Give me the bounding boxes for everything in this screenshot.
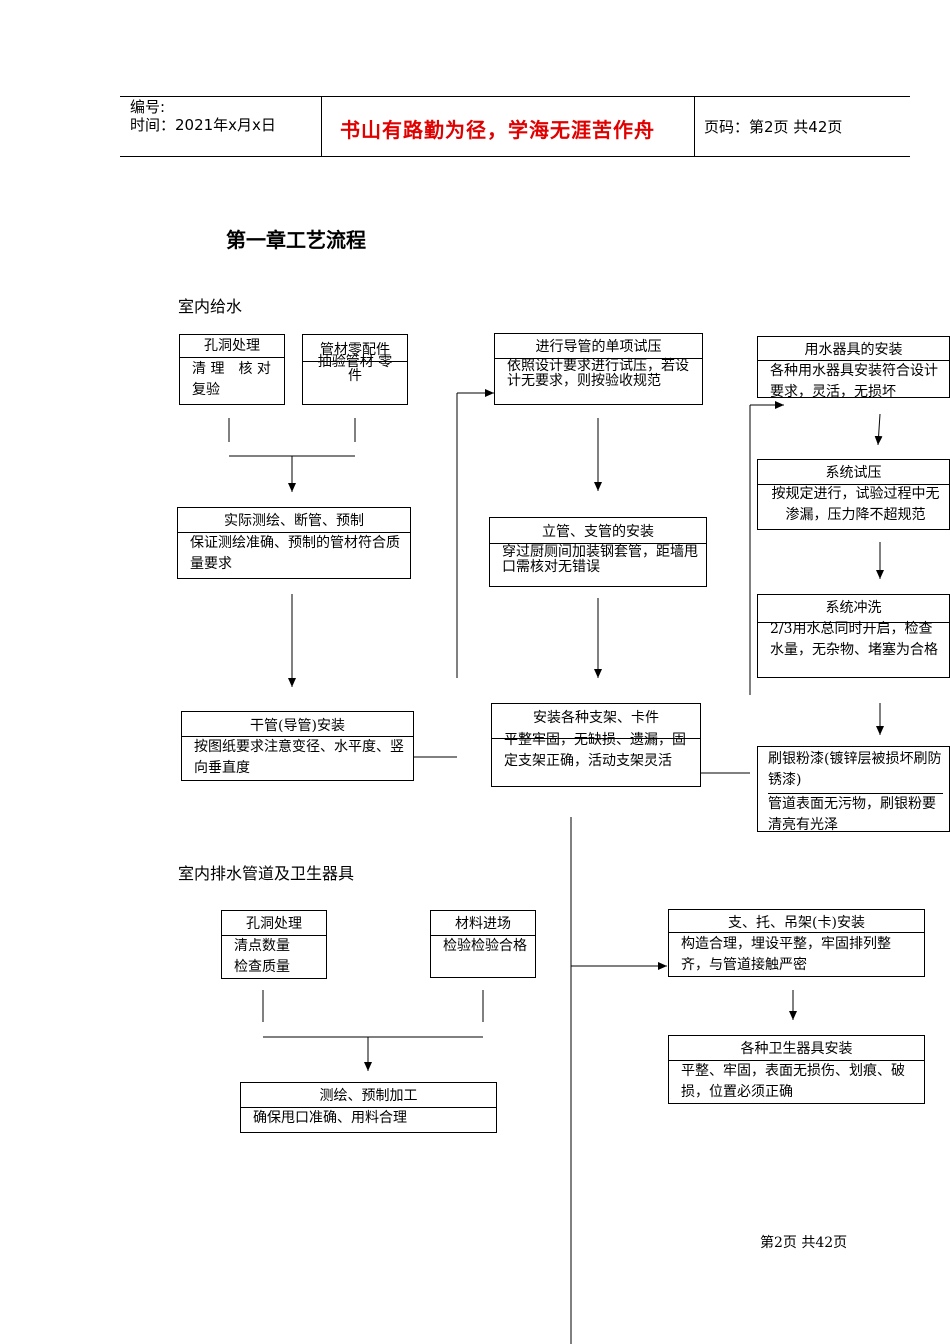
step-riser-branch-install: 立管、支管的安装 穿过厨厕间加装钢套管，距墙甩口需核对无错误 bbox=[489, 517, 707, 587]
step-title: 测绘、预制加工 bbox=[241, 1083, 496, 1108]
header-divider-right bbox=[694, 96, 695, 157]
step-description: 检验检验合格 bbox=[443, 938, 527, 954]
step-pipe-parts: 管材零配件 抽验管材 零件 bbox=[302, 334, 408, 405]
step-description: 清 理 核 对 复验 bbox=[192, 361, 271, 398]
step-drain-hole-treatment: 孔洞处理 清点数量 检查质量 bbox=[221, 910, 327, 979]
step-description: 依照设计要求进行试压，若设计无要求，则按验收规范 bbox=[507, 358, 689, 389]
step-silver-paint: 刷银粉漆(镀锌层被损坏刷防锈漆) 管道表面无污物，刷银粉要清亮有光泽 bbox=[757, 746, 950, 832]
step-description: 2/3用水总同时开启，检查水量，无杂物、堵塞为合格 bbox=[770, 621, 938, 658]
document-time: 时间：2021年x月x日 bbox=[130, 116, 276, 134]
step-title: 系统试压 bbox=[758, 460, 949, 485]
step-pressure-test: 进行导管的单项试压 依照设计要求进行试压，若设计无要求，则按验收规范 bbox=[494, 333, 703, 405]
step-description: 平整牢固，无缺损、遗漏，固定支架正确，活动支架灵活 bbox=[504, 732, 686, 769]
page-title: 第一章工艺流程 bbox=[226, 228, 366, 252]
step-title: 各种卫生器具安装 bbox=[740, 1041, 853, 1057]
step-title: 系统冲洗 bbox=[758, 595, 949, 623]
step-description: 各种用水器具安装符合设计要求，灵活，无损坏 bbox=[770, 363, 938, 398]
step-description: 平整、牢固，表面无损伤、划痕、破损，位置必须正确 bbox=[669, 1060, 924, 1103]
header-motto: 书山有路勤为径，学海无涯苦作舟 bbox=[340, 118, 655, 142]
step-description: 确保甩口准确、用料合理 bbox=[253, 1110, 407, 1126]
step-title: 孔洞处理 bbox=[180, 335, 284, 358]
step-material-arrival: 材料进场 检验检验合格 bbox=[430, 910, 536, 978]
header-top-rule bbox=[120, 96, 910, 97]
step-description: 穿过厨厕间加装钢套管，距墙甩口需核对无错误 bbox=[502, 544, 698, 575]
section-drainage-heading: 室内排水管道及卫生器具 bbox=[178, 864, 355, 883]
step-description: 保证测绘准确、预制的管材符合质量要求 bbox=[190, 535, 400, 572]
step-measure-cut-prefab: 实际测绘、断管、预制 保证测绘准确、预制的管材符合质量要求 bbox=[177, 507, 411, 579]
step-title: 孔洞处理 bbox=[222, 911, 326, 936]
step-main-pipe-install: 干管(导管)安装 按图纸要求注意变径、水平度、竖向垂直度 bbox=[181, 711, 414, 781]
step-fixture-install: 用水器具的安装 各种用水器具安装符合设计要求，灵活，无损坏 bbox=[757, 336, 950, 398]
step-title: 安装各种支架、卡件 bbox=[492, 704, 700, 739]
step-description: 构造合理，埋设平整，牢固排列整齐，与管道接触严密 bbox=[681, 936, 891, 973]
header-page-info: 页码：第2页 共42页 bbox=[704, 118, 843, 136]
step-hole-treatment: 孔洞处理 清 理 核 对 复验 bbox=[179, 334, 285, 405]
step-description: 抽验管材 零件 bbox=[317, 354, 393, 384]
step-title: 立管、支管的安装 bbox=[490, 518, 706, 544]
header-divider-left bbox=[321, 96, 322, 157]
step-description: 按图纸要求注意变径、水平度、竖向垂直度 bbox=[194, 739, 404, 776]
document-number-label: 编号: bbox=[130, 98, 166, 116]
step-system-pressure-test: 系统试压 按规定进行，试验过程中无渗漏，压力降不超规范 bbox=[757, 459, 950, 530]
step-description: 按规定进行，试验过程中无渗漏，压力降不超规范 bbox=[771, 486, 940, 523]
step-description: 管道表面无污物，刷银粉要清亮有光泽 bbox=[768, 796, 936, 832]
step-title: 支、托、吊架(卡)安装 bbox=[669, 910, 924, 933]
step-title: 进行导管的单项试压 bbox=[495, 334, 702, 359]
step-hanger-install: 支、托、吊架(卡)安装 构造合理，埋设平整，牢固排列整齐，与管道接触严密 bbox=[668, 909, 925, 977]
step-title: 管材零配件 bbox=[303, 339, 407, 362]
step-sanitary-fixture-install: 各种卫生器具安装 平整、牢固，表面无损伤、划痕、破损，位置必须正确 bbox=[668, 1035, 925, 1104]
step-title: 干管(导管)安装 bbox=[182, 712, 413, 737]
step-system-flush: 系统冲洗 2/3用水总同时开启，检查水量，无杂物、堵塞为合格 bbox=[757, 594, 950, 678]
step-title: 刷银粉漆(镀锌层被损坏刷防锈漆) bbox=[768, 749, 943, 794]
step-description: 清点数量 检查质量 bbox=[234, 938, 290, 975]
step-title: 实际测绘、断管、预制 bbox=[178, 508, 410, 533]
section-water-supply-heading: 室内给水 bbox=[178, 297, 243, 316]
footer-page-number: 第2页 共42页 bbox=[760, 1235, 848, 1251]
step-support-install: 安装各种支架、卡件 平整牢固，无缺损、遗漏，固定支架正确，活动支架灵活 bbox=[491, 703, 701, 787]
step-title: 用水器具的安装 bbox=[758, 337, 949, 361]
step-title: 材料进场 bbox=[431, 911, 535, 936]
step-drain-measure-prefab: 测绘、预制加工 确保甩口准确、用料合理 bbox=[240, 1082, 497, 1133]
header-bottom-rule bbox=[120, 156, 910, 157]
